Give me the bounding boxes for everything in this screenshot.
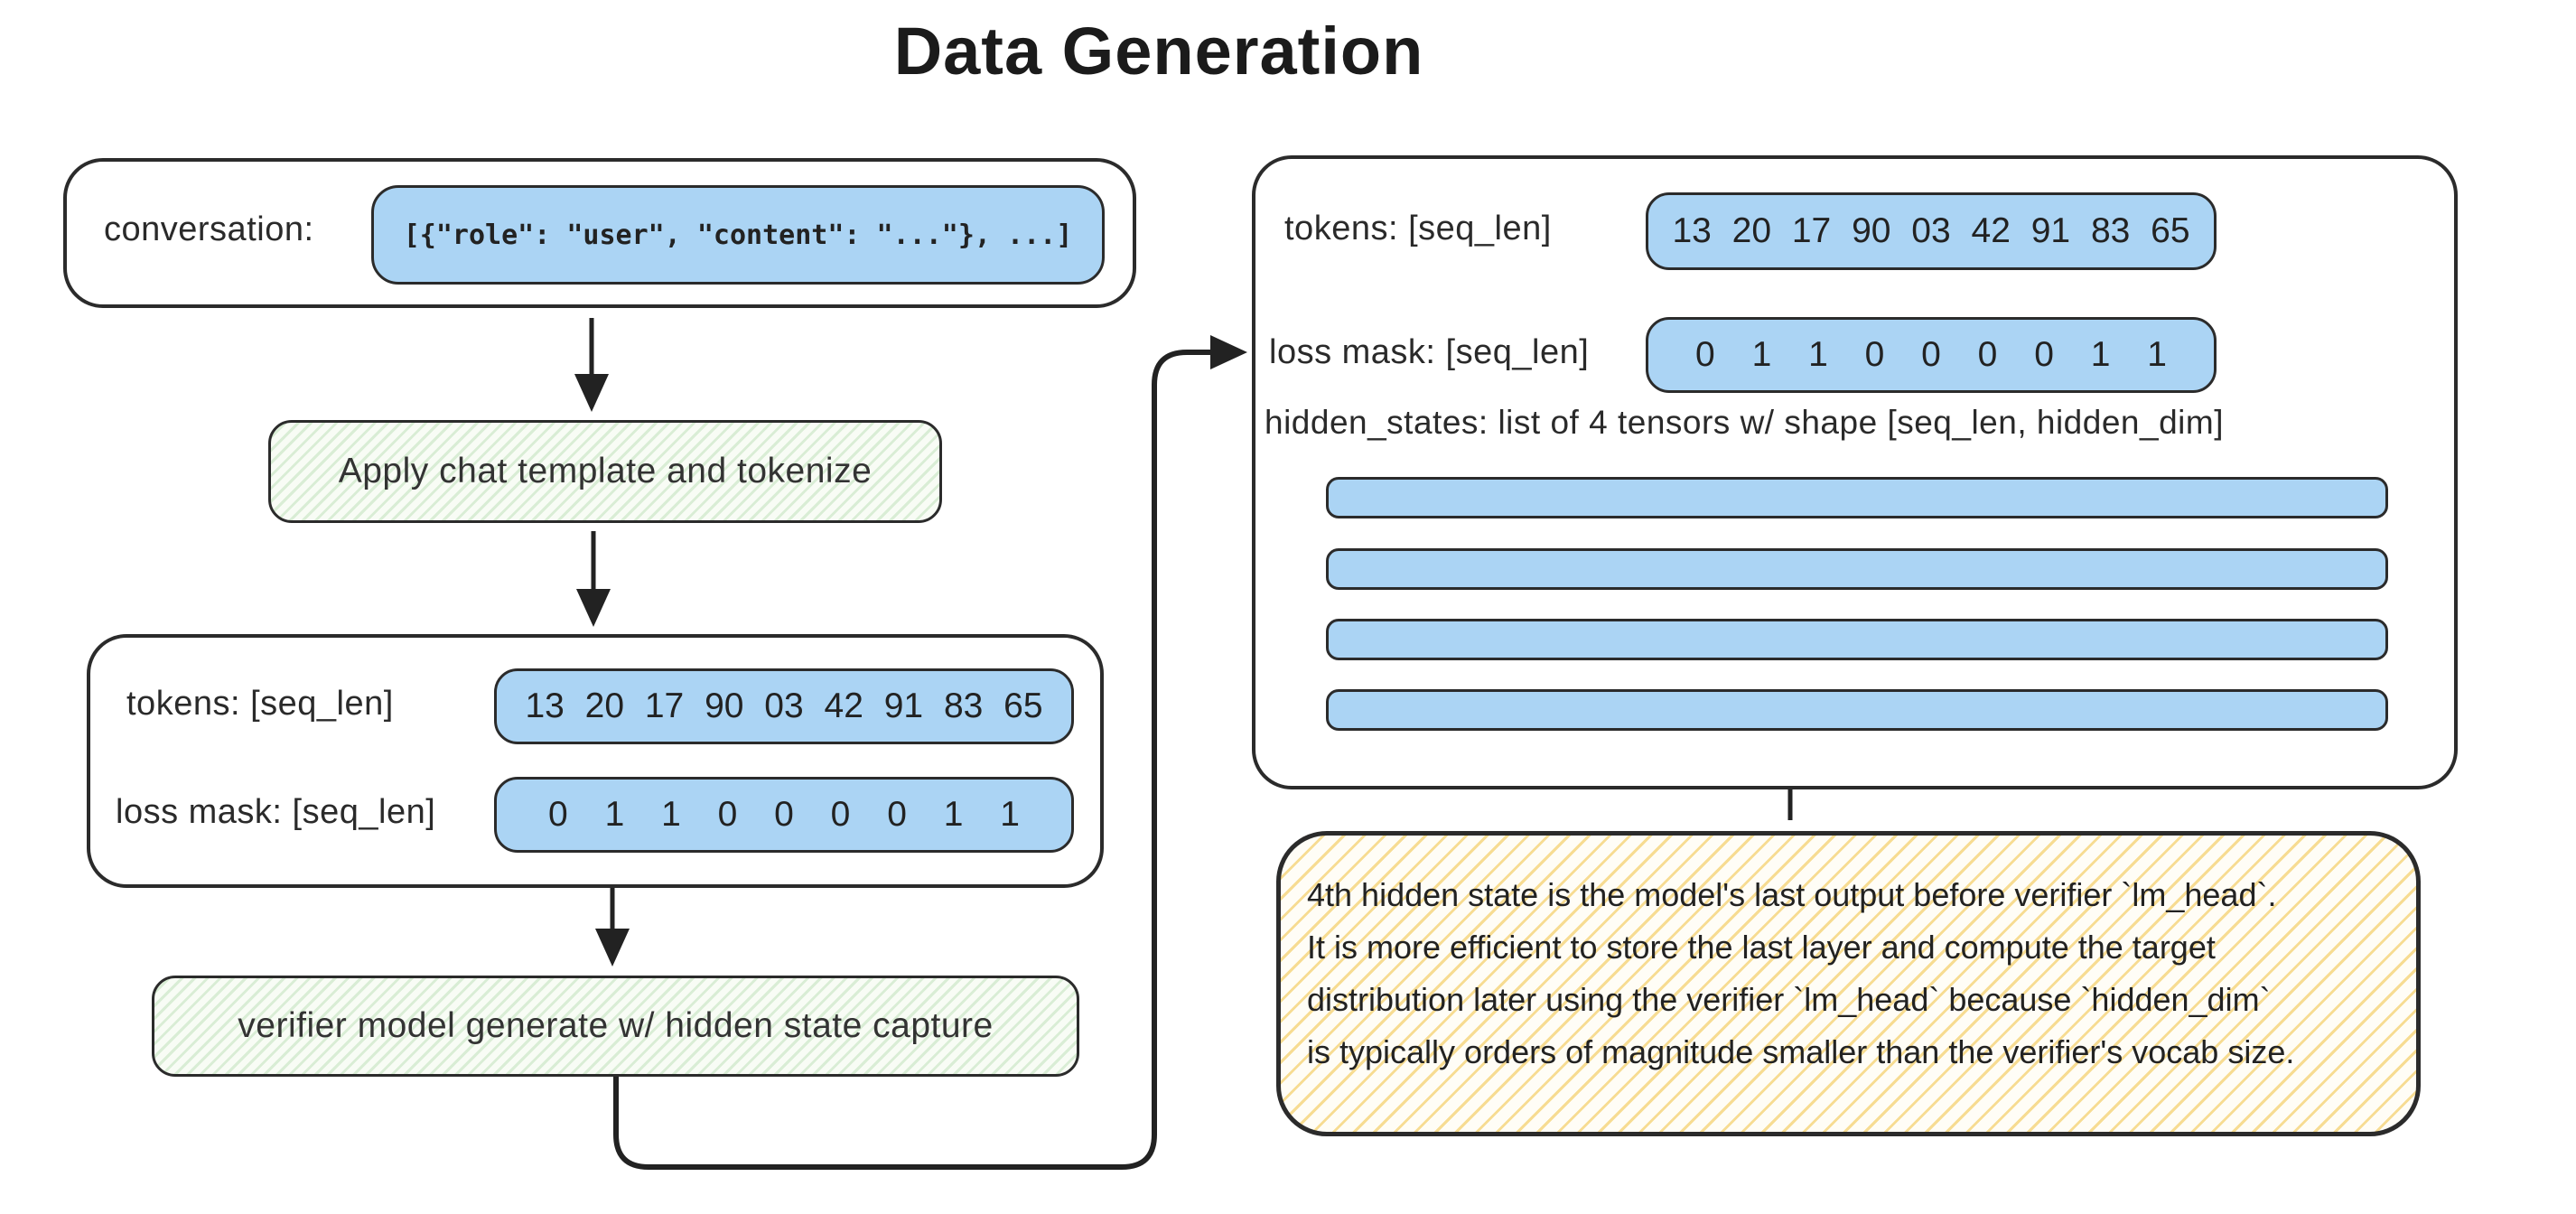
- conversation-code-pill: [{"role": "user", "content": "..."}, ...…: [371, 185, 1105, 285]
- tokens-label: tokens: [seq_len]: [126, 684, 394, 723]
- hidden-state-bar-3: [1326, 619, 2388, 660]
- note-line-2: It is more efficient to store the last l…: [1307, 929, 2216, 966]
- conversation-label: conversation:: [104, 210, 314, 248]
- hidden-state-bar-4: [1326, 689, 2388, 731]
- output-tokens-label: tokens: [seq_len]: [1284, 209, 1552, 247]
- loss-mask-pill: 0 1 1 0 0 0 0 1 1: [494, 777, 1074, 853]
- page-title: Data Generation: [893, 14, 1424, 89]
- step-apply-chat-template: Apply chat template and tokenize: [268, 420, 942, 523]
- flow-arrow-1: [574, 318, 609, 412]
- output-tokens-pill: 13 20 17 90 03 42 91 83 65: [1646, 192, 2217, 270]
- hidden-state-bar-1: [1326, 477, 2388, 518]
- loss-mask-label: loss mask: [seq_len]: [116, 792, 436, 831]
- hidden-state-bar-2: [1326, 548, 2388, 590]
- output-loss-mask-pill: 0 1 1 0 0 0 0 1 1: [1646, 317, 2217, 393]
- flow-arrow-2: [576, 531, 611, 627]
- note-box: [1276, 831, 2421, 1136]
- note-line-4: is typically orders of magnitude smaller…: [1307, 1033, 2295, 1070]
- flow-arrow-3: [595, 887, 630, 967]
- tokens-pill: 13 20 17 90 03 42 91 83 65: [494, 668, 1074, 744]
- hidden-states-label: hidden_states: list of 4 tensors w/ shap…: [1265, 404, 2224, 441]
- step-verifier-generate: verifier model generate w/ hidden state …: [152, 976, 1079, 1077]
- note-text: 4th hidden state is the model's last out…: [1307, 869, 2386, 1079]
- note-line-3: distribution later using the verifier `l…: [1307, 981, 2271, 1018]
- output-loss-mask-label: loss mask: [seq_len]: [1269, 332, 1590, 371]
- note-line-1: 4th hidden state is the model's last out…: [1307, 876, 2277, 913]
